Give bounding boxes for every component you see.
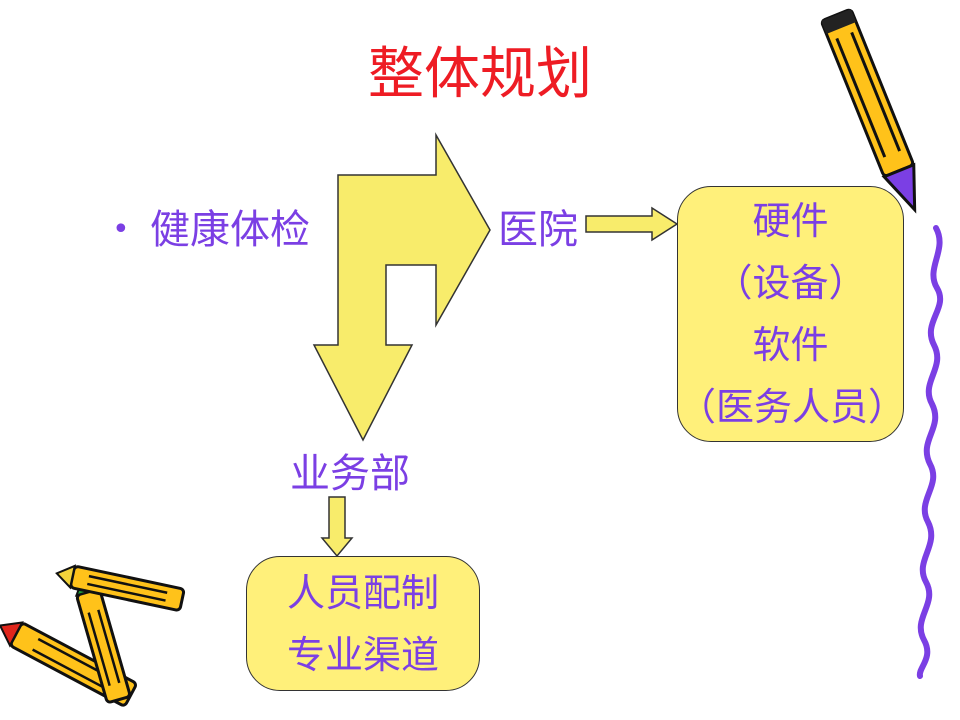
hospital-arrow [585, 206, 679, 242]
slide-title: 整体规划 [368, 42, 592, 107]
hardware-label: 硬件 [752, 199, 829, 243]
label-hospital: 医院 [498, 207, 578, 253]
medical-staff-label: （医务人员） [678, 385, 907, 429]
squiggle-border [916, 225, 944, 679]
label-business-department: 业务部 [290, 451, 410, 497]
bullet-icon: • [112, 212, 130, 247]
software-label: 软件 [752, 323, 829, 367]
equipment-label: （设备） [714, 261, 867, 305]
hospital-resources-box: 硬件 （设备） 软件 （医务人员） [677, 186, 907, 442]
bullet-health-checkup: 健康体检 [150, 207, 310, 253]
department-resources-box: 人员配制 专业渠道 [246, 556, 480, 691]
crayons-icon [0, 564, 186, 707]
split-arrow [312, 132, 491, 442]
channels-label: 专业渠道 [286, 632, 439, 677]
pencil-icon [820, 8, 917, 214]
staffing-label: 人员配制 [286, 570, 439, 615]
department-arrow [320, 496, 354, 558]
